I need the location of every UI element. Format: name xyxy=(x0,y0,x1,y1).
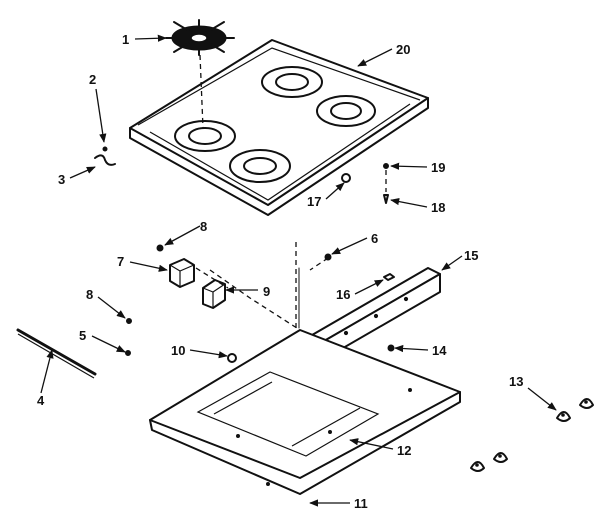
callout-19: 19 xyxy=(431,160,445,175)
burner-grate xyxy=(165,19,235,56)
spring-clip xyxy=(94,146,116,166)
assembly-line-b xyxy=(209,269,301,331)
leader-lines xyxy=(40,34,557,507)
assembly-line-c xyxy=(195,267,229,289)
callout-1: 1 xyxy=(122,32,129,47)
screw-5 xyxy=(125,350,131,356)
callout-6: 6 xyxy=(371,231,378,246)
screw-18 xyxy=(383,194,389,204)
control-rod xyxy=(16,328,97,379)
screw-10 xyxy=(227,353,237,363)
burner-rings xyxy=(174,66,376,183)
callout-9: 9 xyxy=(263,284,270,299)
callout-2: 2 xyxy=(89,72,96,87)
valve-block xyxy=(169,258,195,288)
screw-14 xyxy=(387,344,395,352)
callout-16: 16 xyxy=(336,287,350,302)
screw-17 xyxy=(341,173,351,183)
assembly-line-d xyxy=(309,257,329,271)
burner-box xyxy=(149,329,461,495)
screw-19 xyxy=(383,163,389,169)
callout-14: 14 xyxy=(432,343,447,358)
callout-20: 20 xyxy=(396,42,410,57)
callout-8-upper: 8 xyxy=(200,219,207,234)
callout-8-lower: 8 xyxy=(86,287,93,302)
burner-caps xyxy=(470,398,594,472)
callout-11: 11 xyxy=(354,496,368,511)
callout-7: 7 xyxy=(117,254,124,269)
screw-6 xyxy=(324,253,332,261)
callout-10: 10 xyxy=(171,343,185,358)
grate-guide-line xyxy=(199,54,204,129)
callout-4: 4 xyxy=(37,393,45,408)
callout-3: 3 xyxy=(58,172,65,187)
callout-12: 12 xyxy=(397,443,411,458)
screw-8-upper xyxy=(156,244,164,252)
callout-17: 17 xyxy=(307,194,321,209)
callout-18: 18 xyxy=(431,200,445,215)
screw-8-lower xyxy=(126,318,132,324)
callout-5: 5 xyxy=(79,328,86,343)
callout-13: 13 xyxy=(509,374,523,389)
clip-16 xyxy=(383,273,395,281)
callout-15: 15 xyxy=(464,248,478,263)
cooktop-top xyxy=(129,39,429,216)
